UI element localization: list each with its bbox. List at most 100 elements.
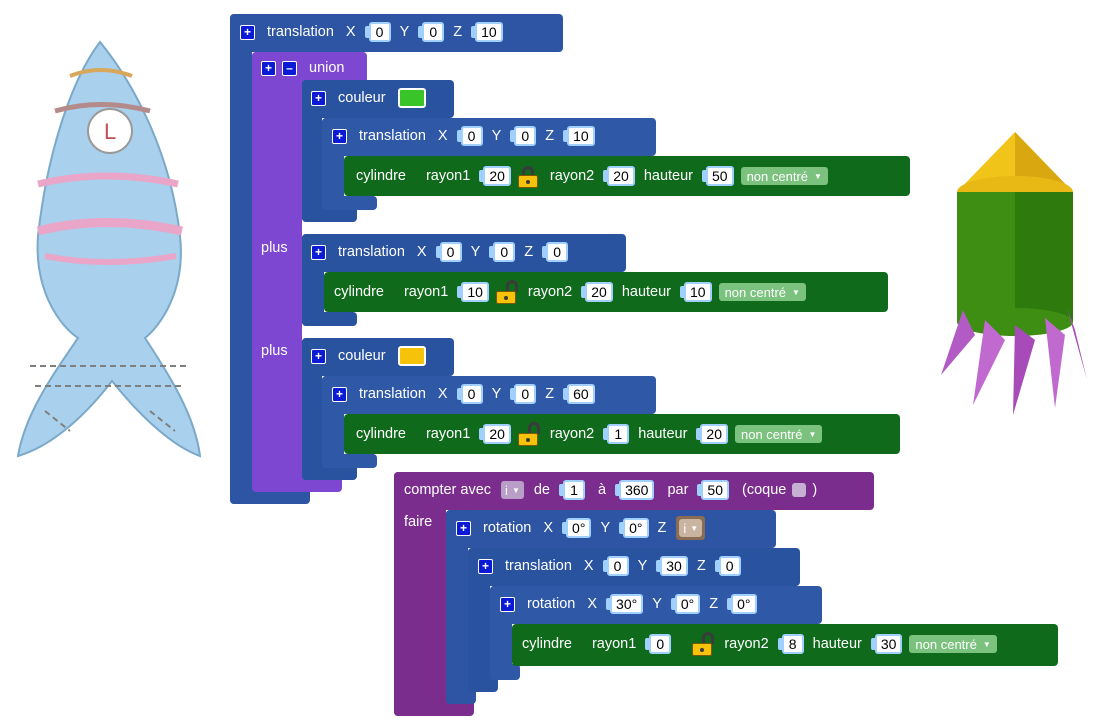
expand-plus-icon[interactable]: + (332, 128, 347, 144)
expand-plus-icon[interactable]: + (500, 596, 515, 612)
y-input[interactable]: 0 (422, 22, 445, 42)
chevron-down-icon: ▼ (690, 523, 699, 533)
x-label: X (345, 24, 356, 40)
x-input[interactable]: 0 (439, 242, 462, 262)
collapse-minus-icon[interactable]: – (282, 60, 297, 76)
z-label: Z (696, 558, 706, 574)
cylindre-row-3: cylindre rayon1 20 rayon2 1 hauteur 20 n… (350, 416, 823, 452)
y-input[interactable]: 0° (674, 594, 701, 614)
z-input[interactable]: 0 (546, 242, 569, 262)
y-input[interactable]: 0° (623, 518, 649, 538)
centre-dropdown[interactable]: non centré▼ (735, 425, 823, 443)
y-input[interactable]: 0 (514, 384, 537, 404)
y-label: Y (399, 24, 410, 40)
hauteur-input[interactable]: 20 (700, 424, 728, 444)
rotation-block-1[interactable] (446, 510, 776, 548)
z-input[interactable]: 0° (731, 594, 757, 614)
expand-plus-icon[interactable]: + (311, 348, 326, 364)
cylindre-label: cylindre (522, 636, 572, 652)
x-label: X (437, 386, 448, 402)
yellow-color-swatch[interactable] (397, 346, 426, 366)
rayon2-input[interactable]: 1 (607, 424, 630, 444)
z-variable-block[interactable]: i▼ (676, 516, 706, 540)
cylindre-label: cylindre (356, 426, 406, 442)
rayon2-input[interactable]: 20 (585, 282, 613, 302)
lock-open-icon[interactable] (692, 632, 715, 656)
rotation-label: rotation (483, 520, 532, 536)
translation-block-t2[interactable] (302, 234, 626, 272)
couleur-block-2-arm (302, 338, 322, 480)
rayon2-input[interactable]: 8 (781, 634, 804, 654)
rotation-row-1: + rotation X 0° Y 0° Z i▼ (456, 510, 706, 546)
rotation-block-2[interactable] (490, 586, 822, 624)
translation-row-outer: + translation X 0 Y 0 Z 10 (240, 14, 506, 50)
centre-dropdown[interactable]: non centré ▼ (718, 283, 806, 301)
lock-open-icon[interactable] (517, 422, 540, 446)
x-input[interactable]: 0 (460, 126, 483, 146)
x-input[interactable]: 0 (368, 22, 391, 42)
from-input[interactable]: 1 (563, 480, 585, 500)
expand-plus-icon[interactable]: + (311, 244, 326, 260)
expand-plus-icon[interactable]: + (311, 90, 326, 106)
chevron-down-icon: ▼ (792, 287, 800, 297)
translation-block-t1[interactable] (322, 118, 656, 156)
step-input[interactable]: 50 (701, 480, 729, 500)
y-input[interactable]: 0 (493, 242, 516, 262)
z-input[interactable]: 10 (475, 22, 503, 42)
x-label: X (543, 520, 554, 536)
translation-block-t3[interactable] (322, 376, 656, 414)
rayon2-label: rayon2 (549, 426, 595, 442)
expand-plus-icon[interactable]: + (332, 386, 347, 402)
to-input[interactable]: 360 (619, 480, 655, 500)
coque-label: (coque (741, 482, 787, 498)
loop-variable-dropdown[interactable]: i▼ (501, 481, 524, 499)
rayon1-input[interactable]: 20 (483, 166, 511, 186)
x-input[interactable]: 0 (606, 556, 629, 576)
expand-plus-icon[interactable]: + (261, 60, 276, 76)
x-input[interactable]: 30° (610, 594, 644, 614)
rayon1-label: rayon1 (403, 284, 449, 300)
x-input[interactable]: 0 (460, 384, 483, 404)
green-color-swatch[interactable] (397, 88, 426, 108)
z-input[interactable]: 10 (567, 126, 595, 146)
hauteur-label: hauteur (812, 636, 862, 652)
z-label: Z (545, 386, 555, 402)
translation-block-t4[interactable] (468, 548, 800, 586)
centre-dropdown[interactable]: non centré▼ (740, 167, 828, 185)
centre-dropdown-value: non centré (724, 284, 787, 300)
plus-label-2: plus (261, 343, 288, 359)
coque-checkbox[interactable] (792, 483, 807, 497)
z-input[interactable]: 60 (567, 384, 595, 404)
expand-plus-icon[interactable]: + (240, 24, 255, 40)
centre-dropdown[interactable]: non centré▼ (909, 635, 997, 653)
z-input[interactable]: 0 (718, 556, 741, 576)
a-label: à (598, 482, 607, 498)
translation-block-outer-arm (230, 14, 252, 504)
centre-dropdown-value: non centré (746, 168, 809, 184)
y-input[interactable]: 30 (660, 556, 688, 576)
couleur-block-2[interactable] (302, 338, 454, 376)
rayon1-input[interactable]: 10 (461, 282, 489, 302)
lock-closed-icon[interactable] (517, 164, 540, 188)
z-label: Z (453, 24, 463, 40)
hauteur-input[interactable]: 10 (684, 282, 712, 302)
rayon1-input[interactable]: 0 (649, 634, 672, 654)
translation-row-t3: + translation X 0 Y 0 Z 60 (332, 376, 598, 412)
hauteur-input[interactable]: 50 (706, 166, 734, 186)
rayon1-input[interactable]: 20 (483, 424, 511, 444)
y-input[interactable]: 0 (514, 126, 537, 146)
centre-dropdown-value: non centré (915, 636, 977, 652)
rayon2-input[interactable]: 20 (607, 166, 635, 186)
cylindre-label: cylindre (334, 284, 384, 300)
union-row: + – union (261, 50, 350, 86)
rotation-row-2: + rotation X 30° Y 0° Z 0° (500, 586, 760, 622)
couleur-row-1: + couleur (311, 80, 426, 116)
x-input[interactable]: 0° (566, 518, 592, 538)
translation-block-outer[interactable] (230, 14, 563, 52)
couleur-block-1[interactable] (302, 80, 454, 118)
expand-plus-icon[interactable]: + (478, 558, 493, 574)
couleur-block-1-arm (302, 80, 322, 222)
hauteur-input[interactable]: 30 (874, 634, 903, 654)
expand-plus-icon[interactable]: + (456, 520, 471, 536)
lock-open-icon[interactable] (495, 280, 518, 304)
